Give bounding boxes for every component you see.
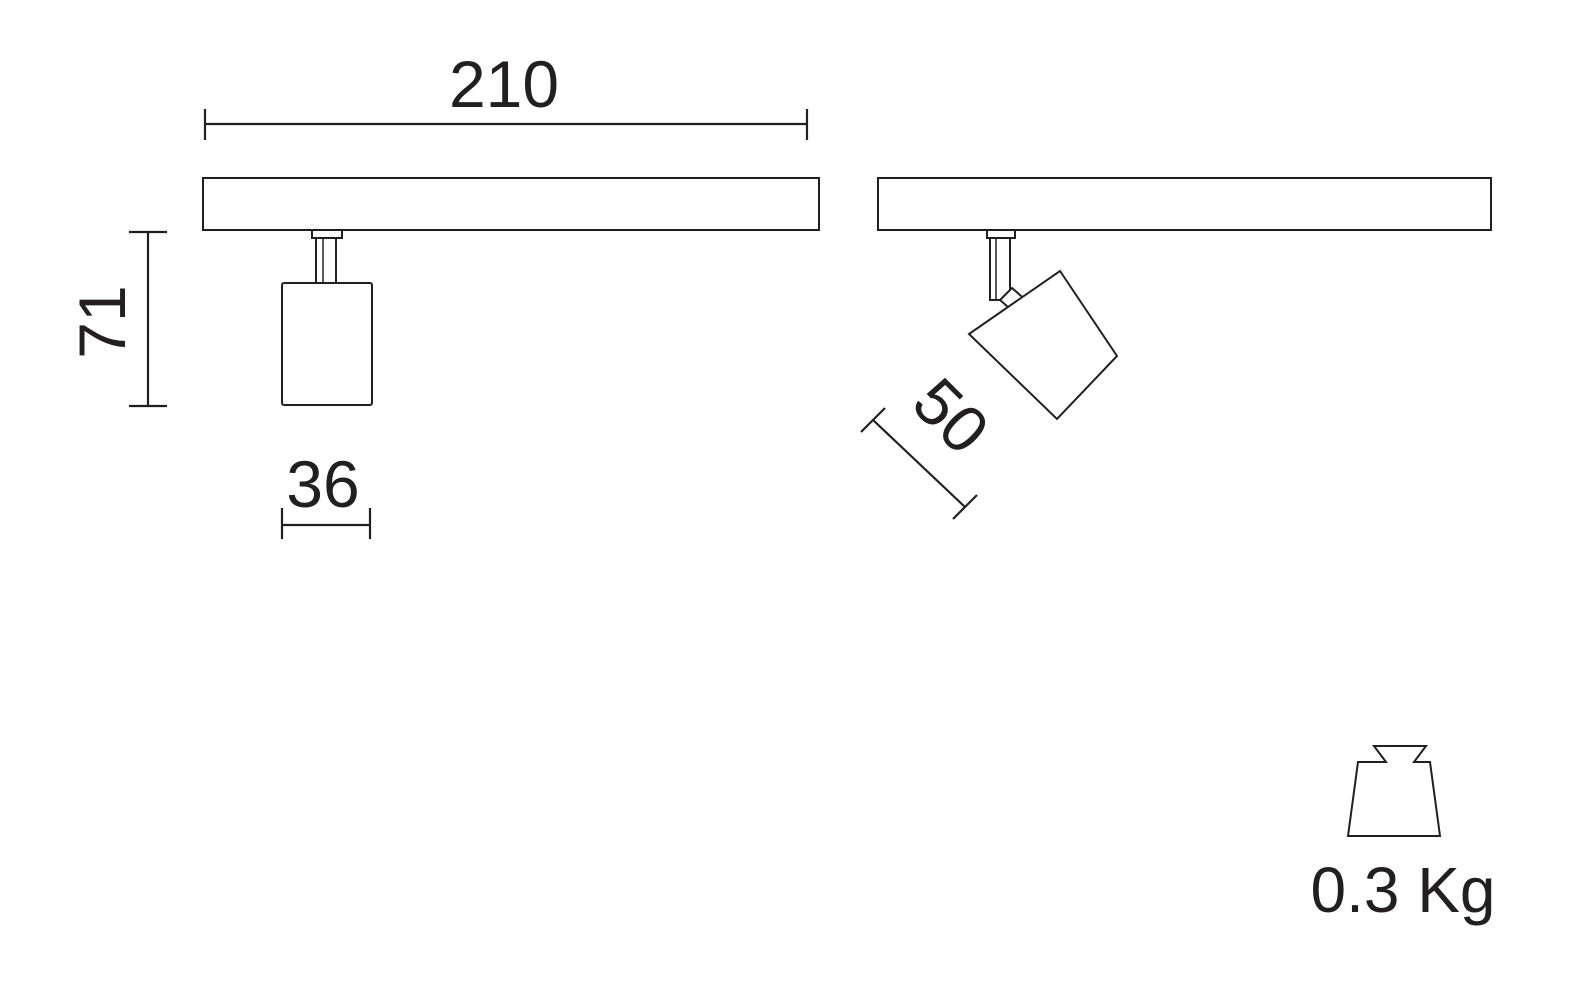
front-adapter <box>311 229 343 239</box>
height-label: 71 <box>65 285 139 358</box>
side-spot-body <box>967 269 1119 421</box>
weight-icon <box>1346 745 1442 837</box>
spot-width-dimension: 36 <box>280 447 372 539</box>
spot-diameter-label: 50 <box>899 364 1003 468</box>
length-dimension: 210 <box>203 47 809 140</box>
length-label: 210 <box>449 47 559 121</box>
side-track-rail <box>877 177 1492 231</box>
front-spot-body <box>281 282 373 406</box>
weight-label: 0.3 Kg <box>1310 854 1495 926</box>
side-adapter <box>986 229 1016 239</box>
front-track-rail <box>202 177 820 231</box>
spot-width-label: 36 <box>286 447 359 521</box>
front-stem <box>315 237 337 284</box>
front-view <box>202 177 820 406</box>
side-view <box>877 177 1492 421</box>
height-dimension: 71 <box>65 230 167 408</box>
weight-block: 0.3 Kg <box>1310 745 1496 926</box>
side-stem <box>989 237 1011 301</box>
spot-diameter-dimension: 50 <box>860 364 1003 520</box>
